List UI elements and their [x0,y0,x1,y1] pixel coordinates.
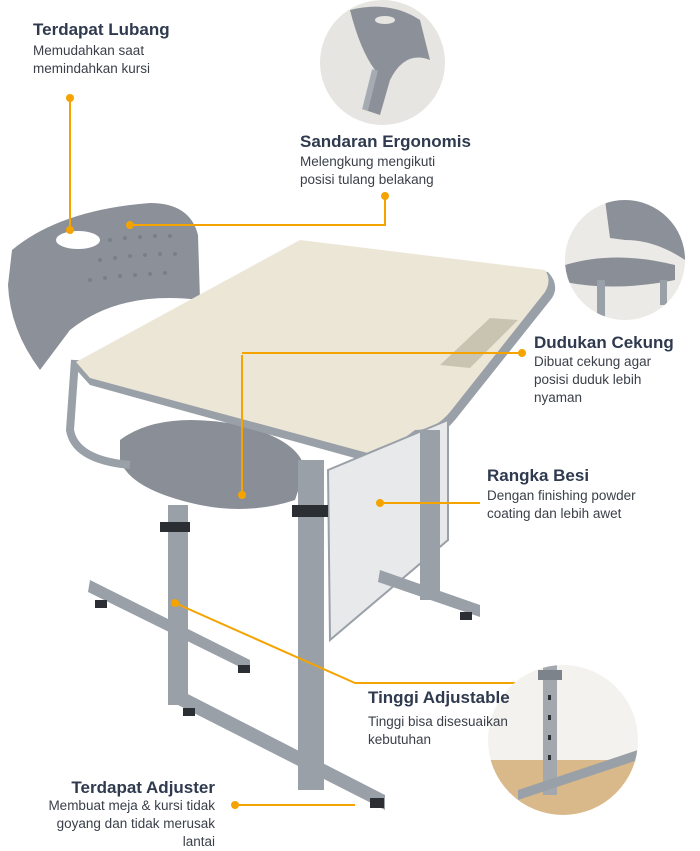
feature-desc-sandaran: Melengkung mengikuti posisi tulang belak… [300,154,436,187]
chair-seat [120,420,305,509]
feature-desc-rangka: Dengan finishing powder coating dan lebi… [487,488,636,521]
desk-panel [326,418,449,643]
feature-title-rangka: Rangka Besi [487,466,590,485]
feature-title-sandaran: Sandaran Ergonomis [300,132,471,151]
feature-title-tinggi: Tinggi Adjustable [368,688,510,707]
desk-legs [88,430,480,810]
feature-title-lubang: Terdapat Lubang [33,20,170,39]
desk-top [72,240,556,467]
backrest-hole [56,231,100,249]
inset-leg [488,665,638,815]
inset-seat [565,200,685,320]
pen-groove [440,318,518,368]
feature-title-adjuster: Terdapat Adjuster [71,778,215,797]
feature-title-dudukan: Dudukan Cekung [534,333,674,352]
feature-desc-tinggi: Tinggi bisa disesuaikan kebutuhan [368,714,508,747]
chair-backrest [8,203,200,370]
feature-desc-dudukan: Dibuat cekung agar posisi duduk lebih ny… [534,354,652,405]
foot-adjusters [95,600,472,808]
chair-frame [65,359,131,469]
feature-desc-adjuster: Membuat meja & kursi tidak goyang dan ti… [48,798,215,849]
inset-backrest [320,0,445,125]
callout-lines [69,98,525,806]
feature-desc-lubang: Memudahkan saat memindahkan kursi [33,43,151,76]
